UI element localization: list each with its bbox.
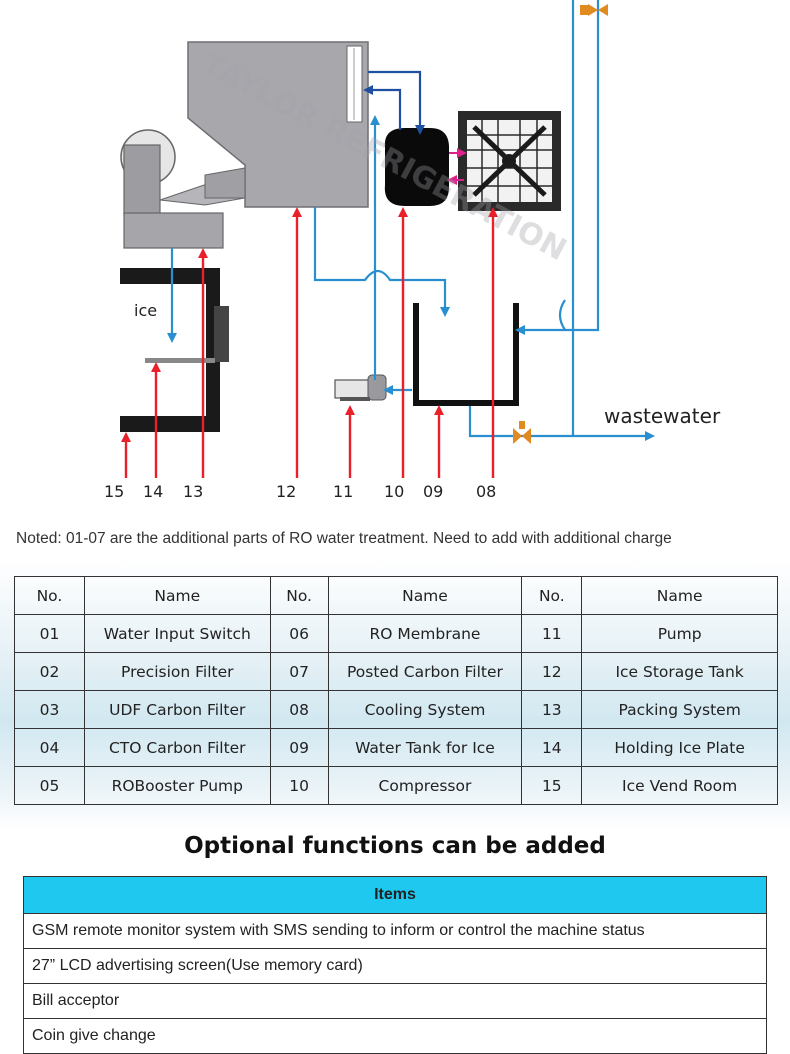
- water-piping: [167, 0, 655, 441]
- table-row: GSM remote monitor system with SMS sendi…: [23, 913, 767, 949]
- table-row: 03 UDF Carbon Filter 08 Cooling System 1…: [14, 690, 778, 729]
- part-name: ROBooster Pump: [83, 766, 271, 805]
- optional-item: GSM remote monitor system with SMS sendi…: [23, 913, 767, 949]
- header-no: No.: [269, 576, 329, 615]
- part-no: 05: [14, 766, 85, 805]
- inlet-valve: [580, 4, 608, 16]
- ice-vend-room: [120, 268, 229, 432]
- part-number: 12: [276, 482, 296, 501]
- part-no: 13: [521, 690, 583, 729]
- part-name: Water Input Switch: [83, 614, 271, 653]
- optional-item: 27” LCD advertising screen(Use memory ca…: [23, 948, 767, 984]
- part-name: CTO Carbon Filter: [83, 728, 271, 767]
- header-name: Name: [581, 576, 778, 615]
- part-pointers: [121, 207, 498, 478]
- table-row: 04 CTO Carbon Filter 09 Water Tank for I…: [14, 728, 778, 767]
- part-name: Water Tank for Ice: [327, 728, 523, 767]
- header-name: Name: [83, 576, 271, 615]
- parts-table: No. Name No. Name No. Name 01 Water Inpu…: [14, 576, 778, 805]
- water-tank: [413, 303, 519, 406]
- table-row: Coin give change: [23, 1018, 767, 1054]
- ice-machine-diagram: ice wastewater 15 14 13 12 11 10 09 08 T…: [104, 0, 721, 501]
- header-name: Name: [327, 576, 523, 615]
- part-name: Precision Filter: [83, 652, 271, 691]
- compressor: [384, 128, 450, 206]
- parts-header-row: No. Name No. Name No. Name: [14, 576, 778, 615]
- part-no: 06: [269, 614, 329, 653]
- table-row: Bill acceptor: [23, 983, 767, 1019]
- optional-item: Bill acceptor: [23, 983, 767, 1019]
- part-no: 04: [14, 728, 85, 767]
- part-no: 03: [14, 690, 85, 729]
- part-no: 01: [14, 614, 85, 653]
- optional-functions-title: Optional functions can be added: [184, 833, 606, 859]
- part-name: Compressor: [327, 766, 523, 805]
- part-no: 09: [269, 728, 329, 767]
- part-number: 15: [104, 482, 124, 501]
- part-number: 13: [183, 482, 203, 501]
- table-row: 01 Water Input Switch 06 RO Membrane 11 …: [14, 614, 778, 653]
- part-name: Ice Storage Tank: [581, 652, 778, 691]
- part-name: Ice Vend Room: [581, 766, 778, 805]
- table-row: 27” LCD advertising screen(Use memory ca…: [23, 948, 767, 984]
- pump: [334, 374, 387, 401]
- table-row: 02 Precision Filter 07 Posted Carbon Fil…: [14, 652, 778, 691]
- part-name: RO Membrane: [327, 614, 523, 653]
- part-no: 02: [14, 652, 85, 691]
- note-text: Noted: 01-07 are the additional parts of…: [16, 530, 672, 547]
- part-numbers: 15 14 13 12 11 10 09 08: [104, 482, 496, 501]
- header-no: No.: [14, 576, 85, 615]
- part-name: Holding Ice Plate: [581, 728, 778, 767]
- packing-system: [120, 129, 246, 249]
- part-number: 08: [476, 482, 496, 501]
- part-number: 09: [423, 482, 443, 501]
- part-number: 10: [384, 482, 404, 501]
- part-name: Cooling System: [327, 690, 523, 729]
- optional-items-table: Items GSM remote monitor system with SMS…: [23, 876, 767, 1054]
- part-no: 11: [521, 614, 583, 653]
- part-number: 11: [333, 482, 353, 501]
- part-no: 12: [521, 652, 583, 691]
- table-row: 05 ROBooster Pump 10 Compressor 15 Ice V…: [14, 766, 778, 805]
- ice-label: ice: [134, 301, 157, 320]
- part-name: UDF Carbon Filter: [83, 690, 271, 729]
- part-number: 14: [143, 482, 163, 501]
- items-header: Items: [23, 876, 767, 914]
- part-name: Packing System: [581, 690, 778, 729]
- drain-valve: [513, 421, 531, 444]
- part-no: 07: [269, 652, 329, 691]
- optional-item: Coin give change: [23, 1018, 767, 1054]
- part-no: 10: [269, 766, 329, 805]
- cooling-system-fan: [458, 111, 561, 211]
- part-no: 14: [521, 728, 583, 767]
- part-no: 15: [521, 766, 583, 805]
- part-no: 08: [269, 690, 329, 729]
- part-name: Posted Carbon Filter: [327, 652, 523, 691]
- wastewater-label: wastewater: [604, 404, 721, 428]
- header-no: No.: [521, 576, 583, 615]
- part-name: Pump: [581, 614, 778, 653]
- ice-storage-tank: [187, 41, 369, 208]
